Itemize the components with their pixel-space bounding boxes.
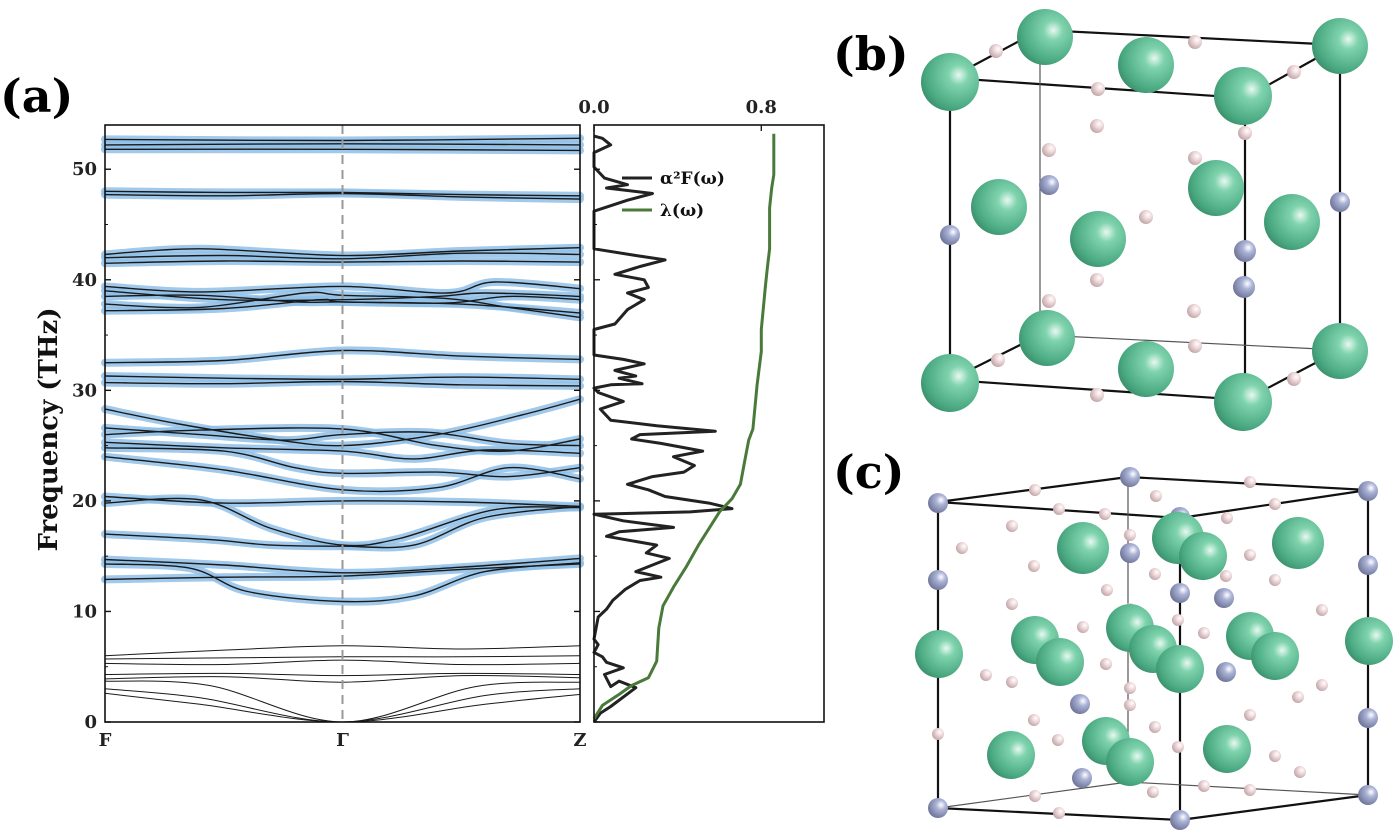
highlight-band	[101, 395, 584, 450]
phonon-dispersion-plot: 0 10 20 30 40 50 F Γ Z Frequency (THz)	[34, 124, 587, 751]
x-tick-label: Γ	[336, 730, 349, 751]
phonon-band	[104, 562, 581, 603]
eliashberg-x-ticks: 0.0 0.8	[578, 97, 777, 131]
x-tick-label: F	[99, 730, 112, 751]
legend: α²F(ω) λ(ω)	[622, 169, 725, 221]
y-tick-label: 30	[72, 380, 97, 401]
y-tick-label: 20	[72, 491, 97, 512]
panel-label-c: (c)	[833, 445, 905, 499]
crystal-structure-c	[915, 467, 1393, 830]
x-tick-label: Z	[573, 730, 586, 751]
legend-label-a2f: α²F(ω)	[660, 169, 725, 189]
acoustic-band	[104, 659, 581, 666]
y-tick-label: 50	[72, 159, 97, 180]
series-line	[592, 133, 776, 720]
dispersion-frame	[104, 124, 581, 723]
phonon-band	[104, 252, 581, 260]
crystal-structure-b	[921, 9, 1368, 431]
phonon-band	[104, 247, 581, 257]
y-ticks: 0 10 20 30 40 50	[72, 159, 580, 733]
phonon-band	[104, 427, 581, 447]
eliashberg-frame	[593, 124, 825, 723]
phonon-band	[104, 290, 581, 302]
phonon-band	[104, 456, 581, 493]
phonon-band	[104, 148, 581, 152]
panel-label-b: (b)	[833, 27, 909, 81]
eliashberg-lines	[592, 133, 776, 723]
phonon-band	[104, 441, 581, 460]
atoms-c	[915, 467, 1393, 830]
y-tick-label: 40	[72, 270, 97, 291]
acoustic-band	[104, 645, 581, 657]
atoms-b	[921, 9, 1368, 431]
y-tick-label: 0	[84, 712, 97, 733]
series-line	[592, 134, 734, 723]
panel-label-a: (a)	[0, 69, 73, 123]
phonon-band	[104, 375, 581, 381]
band-lines	[104, 137, 581, 723]
y-tick-label: 10	[72, 601, 97, 622]
legend-label-lambda: λ(ω)	[660, 201, 704, 221]
eli-x-tick-label: 0.8	[746, 97, 777, 118]
y-axis-title: Frequency (THz)	[34, 307, 64, 551]
eli-x-tick-label: 0.0	[578, 97, 609, 118]
eliashberg-y-ticks	[594, 168, 600, 723]
acoustic-band	[104, 672, 581, 677]
eliashberg-plot: 0.0 0.8 α²F(ω) λ(ω)	[578, 97, 825, 723]
phonon-band	[104, 557, 581, 574]
phonon-band	[104, 281, 581, 294]
phonon-band	[104, 294, 581, 304]
